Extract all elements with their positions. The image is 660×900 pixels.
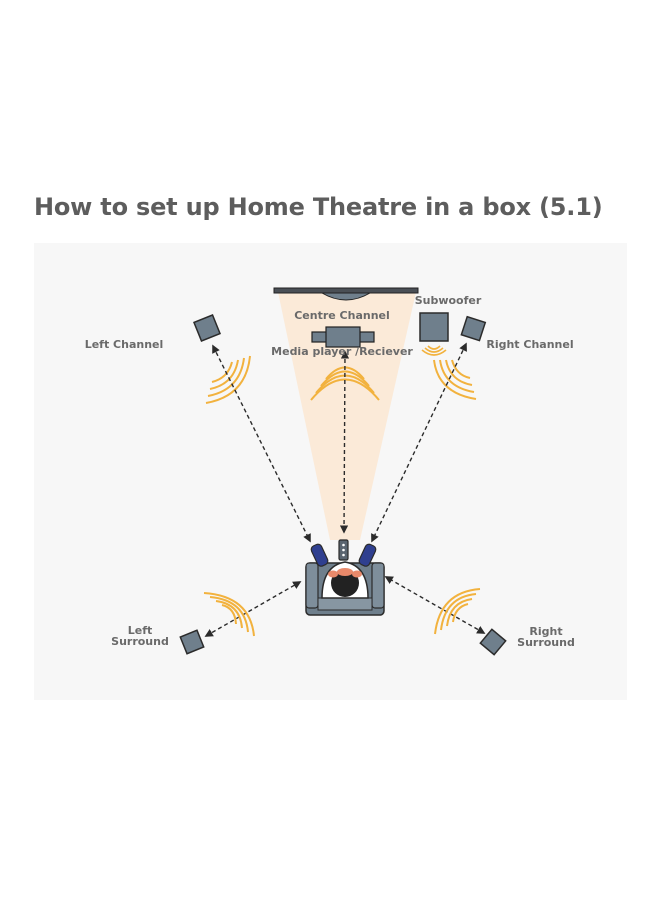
right-channel-speaker (460, 315, 487, 342)
subwoofer-label: Subwoofer (415, 294, 482, 307)
listener-person (310, 543, 377, 599)
subwoofer-sound-waves (421, 345, 447, 356)
page-title: How to set up Home Theatre in a box (5.1… (34, 193, 603, 221)
right-channel-label: Right Channel (486, 338, 573, 351)
right-surround-speaker (479, 628, 507, 656)
left-channel-speaker (193, 314, 221, 342)
left-surround-label-line2: Surround (111, 635, 169, 648)
right-surround-label-line2: Surround (517, 636, 575, 649)
remote-control (338, 539, 349, 561)
left-surround-speaker (179, 629, 205, 655)
speaker-direction-arrows (204, 342, 486, 637)
right-surround-sound-waves (434, 588, 481, 635)
tv-screen (273, 287, 419, 301)
left-channel-label: Left Channel (85, 338, 164, 351)
media-player-receiver (311, 326, 375, 348)
left-channel-sound-waves (205, 355, 251, 404)
left-surround-sound-waves (203, 592, 255, 637)
subwoofer-speaker (419, 312, 449, 342)
centre-channel-label: Centre Channel (294, 309, 390, 322)
left-surround-label-line1: Left (128, 624, 153, 637)
right-surround-label-line1: Right (529, 625, 562, 638)
media-player-label: Media player /Reciever (271, 345, 413, 358)
